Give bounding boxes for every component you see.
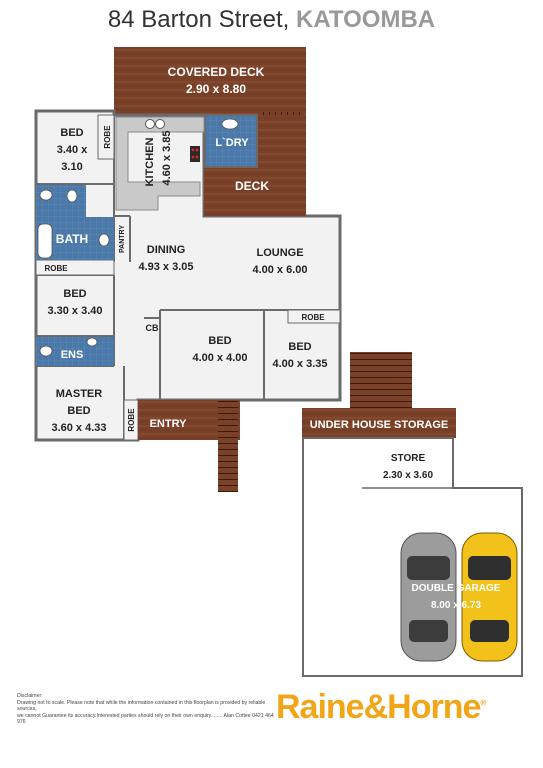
toilet-tile-area	[36, 185, 86, 217]
robe-nw	[97, 114, 115, 160]
bathtub-icon	[37, 223, 53, 259]
bed-c-size: 4.00 x 4.00	[192, 352, 247, 364]
laundry-label: L`DRY	[215, 137, 249, 149]
covered-deck-area	[114, 47, 306, 115]
entry-label: ENTRY	[150, 418, 188, 430]
under-house-steps	[350, 352, 412, 408]
robe-nw-label: ROBE	[103, 125, 112, 149]
burner-icon-3	[191, 155, 195, 159]
address-text: 84 Barton Street,	[107, 6, 296, 33]
bed-nw-size-1: 3.40 x	[57, 144, 88, 156]
burner-icon-4	[195, 155, 199, 159]
brand-registered-mark: ®	[480, 698, 487, 708]
bed-nw-label: BED	[60, 127, 83, 139]
bed-e-label: BED	[288, 341, 311, 353]
burner-icon	[191, 148, 195, 152]
pantry-label: PANTRY	[119, 225, 126, 253]
ens-basin-icon	[86, 337, 98, 347]
ens-toilet-icon	[39, 345, 53, 357]
kitchen-bench	[115, 116, 205, 211]
bed-c-label: BED	[208, 335, 231, 347]
store-size: 2.30 x 3.60	[383, 470, 433, 481]
robe-master-label: ROBE	[127, 408, 136, 432]
double-garage-size: 8.00 x 6.73	[431, 600, 481, 611]
disclaimer-title: Disclaimer:	[17, 693, 43, 699]
disclaimer-line-1: Drawing not to scale. Please note that w…	[17, 699, 266, 713]
grey-car-icon	[400, 532, 457, 662]
yellow-car-icon	[461, 532, 518, 662]
toilet-icon	[39, 189, 53, 201]
bed-nw-size-2: 3.10	[61, 161, 82, 173]
master-bed-label-1: MASTER	[56, 388, 103, 400]
dining-label: DINING	[147, 244, 186, 256]
robe-bed-e-label: ROBE	[301, 313, 325, 322]
master-bed-size: 3.60 x 4.33	[51, 422, 106, 434]
store-label: STORE	[391, 453, 426, 464]
bed-w-size: 3.30 x 3.40	[47, 305, 102, 317]
bath-label: BATH	[56, 232, 88, 246]
dining-size: 4.93 x 3.05	[138, 261, 193, 273]
suburb-text: KATOOMBA	[296, 6, 436, 33]
master-bed-label-2: BED	[67, 405, 90, 417]
brand-name: Raine&Horne	[276, 688, 481, 726]
covered-deck-size: 2.90 x 8.80	[186, 82, 246, 96]
bath-basin-icon	[98, 233, 110, 247]
deck-label: DECK	[235, 179, 269, 193]
robe-bath-label: ROBE	[44, 264, 68, 273]
entry-steps	[218, 400, 238, 492]
disclaimer-line-2: we cannot Guarantee its accuracy.Interes…	[17, 712, 274, 726]
double-garage-label: DOUBLE GARAGE	[412, 583, 501, 594]
under-house-label: UNDER HOUSE STORAGE	[310, 419, 449, 431]
under-house-band	[302, 408, 456, 438]
kitchen-label: KITCHEN	[144, 138, 156, 187]
burner-icon-2	[195, 148, 199, 152]
bed-w-label: BED	[63, 288, 86, 300]
lounge-label: LOUNGE	[256, 247, 303, 259]
cb-label: CB	[146, 323, 159, 333]
basin-icon	[66, 189, 78, 203]
sink-icon-2	[155, 119, 165, 129]
ens-label: ENS	[61, 349, 84, 361]
page-title: 84 Barton Street, KATOOMBA	[0, 6, 543, 34]
lounge-size: 4.00 x 6.00	[252, 264, 307, 276]
robe-bed-e	[287, 309, 341, 324]
laundry-tub-icon	[221, 118, 239, 130]
bed-e-size: 4.00 x 3.35	[272, 358, 327, 370]
kitchen-size: 4.60 x 3.85	[161, 130, 173, 185]
cooktop-icon	[190, 146, 200, 162]
disclaimer: Disclaimer: Drawing not to scale. Please…	[17, 693, 277, 726]
covered-deck-label: COVERED DECK	[168, 65, 265, 79]
brand-logo: Raine&Horne®	[276, 688, 486, 727]
sink-icon	[145, 119, 155, 129]
